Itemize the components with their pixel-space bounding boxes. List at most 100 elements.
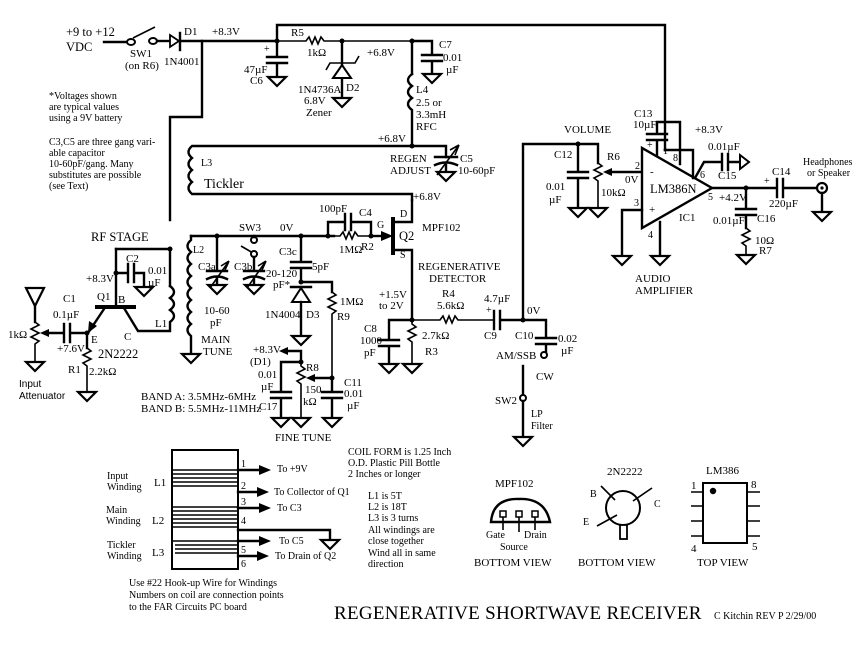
fine-voltage: +8.3V — [253, 344, 281, 356]
coil-diagram: Input Winding L1 Main Winding L2 Tickler… — [106, 449, 350, 570]
zener-voltage: +6.8V — [367, 47, 395, 59]
c11-capacitor — [320, 376, 344, 420]
note-caps-5: (see Text) — [49, 181, 88, 192]
r8-value-1: 150 — [305, 384, 322, 396]
l4-value-2: 3.3mH — [416, 109, 446, 121]
c3b-tune-arrow-icon[interactable] — [246, 260, 267, 289]
ground-icon — [378, 362, 400, 375]
ground-icon — [735, 253, 757, 266]
r1-value: 2.2kΩ — [89, 366, 116, 378]
q1-e-label: E — [91, 334, 98, 346]
d3-part: 1N4004 — [265, 309, 301, 321]
ground-icon — [319, 538, 341, 551]
ic-supply-voltage: +8.3V — [695, 124, 723, 136]
lm386-pins — [691, 491, 760, 537]
attenuator-wiper-icon[interactable] — [40, 329, 49, 337]
c5-variable-arrow-icon[interactable] — [436, 144, 460, 176]
antenna-icon — [24, 286, 46, 309]
c3b-label: C3b — [234, 261, 253, 273]
c8-value-1: 1000 — [360, 335, 383, 347]
main-tune-2: TUNE — [203, 346, 233, 358]
mpf102-source: Source — [500, 542, 528, 553]
l3-label: L3 — [201, 158, 212, 169]
note-caps-1: C3,C5 are three gang vari- — [49, 137, 155, 148]
r8-fine-tune-pot[interactable] — [295, 362, 307, 418]
input-winding-2: Winding — [107, 482, 142, 493]
note-wire-3: to the FAR Circuits PC board — [129, 602, 247, 613]
ground-icon — [270, 416, 292, 429]
c3c-value: 5pF — [312, 261, 329, 273]
c14-value: 220µF — [769, 198, 798, 210]
l3-winding — [172, 540, 238, 554]
note-windings-3: L3 is 3 turns — [368, 513, 418, 524]
note-coil-form-1: COIL FORM is 1.25 Inch — [348, 447, 451, 458]
r5-label: R5 — [291, 27, 304, 39]
mpf102-view: BOTTOM VIEW — [474, 557, 552, 569]
q2n2222-tab — [619, 524, 628, 540]
r6-wiper-icon[interactable] — [603, 168, 612, 176]
pin-3: 3 — [634, 198, 639, 209]
fine-voltage-source: (D1) — [250, 356, 271, 368]
coil-pin-3: 3 — [241, 497, 246, 508]
d1-part: 1N4001 — [164, 56, 199, 68]
r5-value: 1kΩ — [307, 47, 326, 59]
c13-label: C13 — [634, 108, 653, 120]
c3b-value-1: 20-120 — [266, 268, 298, 280]
c2-value-1: 0.01 — [148, 265, 167, 277]
ic-label: IC1 — [679, 212, 696, 224]
c8-capacitor — [377, 318, 414, 366]
note-windings-2: L2 is 18T — [368, 502, 407, 513]
sw1-lever[interactable] — [132, 26, 156, 39]
ground-icon — [331, 96, 353, 109]
lm386-title: LM386 — [706, 465, 740, 477]
ground-icon — [567, 206, 589, 219]
q1-c-label: C — [124, 331, 131, 343]
l2-label: L2 — [193, 245, 204, 256]
schematic-title: REGENERATIVE SHORTWAVE RECEIVER — [334, 603, 702, 624]
q1-label: Q1 — [97, 291, 110, 303]
lm386-package — [702, 482, 748, 544]
r6-volume-pot[interactable] — [592, 162, 604, 208]
c11-value-2: µF — [347, 400, 359, 412]
mpf102-gate: Gate — [486, 530, 505, 541]
r7-value: 10Ω — [755, 235, 774, 247]
d1-diode-icon — [169, 33, 181, 49]
input-attenuator-pot[interactable] — [29, 321, 41, 362]
c9-value: 4.7µF — [484, 293, 510, 305]
ic-input-voltage: 0V — [625, 174, 639, 186]
r6-value: 10kΩ — [601, 187, 626, 199]
note-wire-2: Numbers on coil are connection points — [129, 590, 284, 601]
c3a-tune-arrow-icon[interactable] — [209, 260, 230, 289]
c3a-capacitor — [205, 234, 229, 287]
source-voltage-2: to 2V — [379, 300, 404, 312]
conn-c5: To C5 — [279, 536, 304, 547]
r1-label: R1 — [68, 364, 81, 376]
rail-voltage: +8.3V — [212, 26, 240, 38]
q2n2222-view: BOTTOM VIEW — [578, 557, 656, 569]
c16-label: C16 — [757, 213, 776, 225]
note-windings-4: All windings are — [368, 525, 435, 536]
d2-type: Zener — [306, 107, 332, 119]
coil-pin-5: 5 — [241, 545, 246, 556]
ic-part: LM386N — [650, 182, 697, 196]
ground-icon — [321, 416, 343, 429]
detector-out-voltage: 0V — [527, 305, 541, 317]
c13-value: 10µF — [633, 119, 656, 131]
c17-capacitor — [269, 360, 303, 420]
l4-value-3: RFC — [416, 121, 437, 133]
c15-capacitor — [693, 152, 742, 180]
r6-label: R6 — [607, 151, 620, 163]
l1-label: L1 — [155, 318, 167, 330]
c17-label: C17 — [259, 401, 278, 413]
main-winding-1: Main — [106, 505, 127, 516]
coil-pin-4: 4 — [241, 516, 246, 527]
ground-icon — [24, 360, 46, 373]
c7-capacitor — [410, 39, 444, 76]
coil-form — [171, 449, 239, 570]
c12-label: C12 — [554, 149, 572, 161]
note-caps-4: substitutes are possible — [49, 170, 142, 181]
ground-icon — [587, 206, 609, 219]
r8-wiper-icon[interactable] — [306, 374, 315, 382]
note-windings-6: Wind all in same — [368, 548, 436, 559]
r3-resistor — [406, 320, 418, 364]
